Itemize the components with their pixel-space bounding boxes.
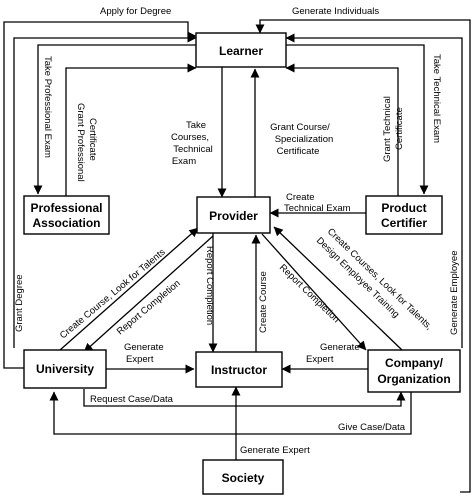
label-request-case-data: Request Case/Data [90,394,174,405]
edge-grant-professional-certificate [65,63,197,196]
university-node: University [23,349,107,389]
provider-node: Provider [196,196,271,234]
company-label-line1: Company/ [385,356,444,370]
label-generate-expert-univ-line2: Expert [126,354,154,365]
professional-association-node: Professional Association [23,195,110,235]
product-certifier-label-line2: Certifier [381,216,427,230]
label-take-technical-exam: Take Technical Exam [431,54,442,143]
learner-label: Learner [219,44,263,58]
edge-grant-technical-certificate [285,63,399,196]
edge-request-case-data [83,389,406,407]
product-certifier-node: Product Certifier [365,195,443,235]
label-take-courses-line4: Exam [172,156,196,167]
label-grant-technical-certificate-line2: Certificate [394,107,405,150]
instructor-label: Instructor [211,363,267,377]
edge-generate-employee [285,33,463,348]
label-take-professional-exam: Take Professional Exam [42,56,53,158]
learner-node: Learner [195,32,287,68]
edge-apply-for-degree [3,21,197,369]
product-certifier-label-line1: Product [381,201,426,215]
label-report-completion-company: Report Completion [277,262,342,325]
professional-association-label-line1: Professional [30,201,102,215]
edge-take-technical-exam [286,44,429,195]
edge-report-completion-univ [83,235,214,353]
label-generate-employee: Generate Employee [449,251,460,336]
edge-take-professional-exam [33,44,196,195]
professional-association-label-line2: Association [32,216,100,230]
university-label: University [36,362,94,376]
label-generate-expert-company-line2: Expert [306,354,334,365]
label-generate-individuals: Generate Individuals [292,6,379,17]
society-node: Society [202,459,284,495]
label-grant-degree: Grant Degree [14,274,25,332]
label-apply-for-degree: Apply for Degree [100,6,171,17]
label-grant-professional-certificate-line1: Grant Professional [75,103,86,182]
label-generate-expert-company-line1: Generate [320,342,360,353]
label-generate-expert-society: Generate Expert [240,445,310,456]
edge-report-completion-company [261,233,367,351]
label-give-case-data: Give Case/Data [338,422,406,433]
label-take-courses-line3: Technical [173,144,213,155]
company-label-line2: Organization [377,372,450,386]
label-create-technical-exam-line1: Create [286,192,315,203]
label-create-course: Create Course [258,271,269,333]
edge-grant-degree [13,33,197,348]
label-take-courses-line2: Courses, [171,132,209,143]
company-organization-node: Company/ Organization [367,349,461,393]
label-grant-course-certificate-line2: Specialization [275,134,334,145]
label-grant-technical-certificate-line1: Grant Technical [382,96,393,162]
label-create-course-look-for-talents: Create Course, Look for Talents [58,247,168,342]
label-report-completion-center: Report Completion [204,246,215,325]
edge-create-courses-company [273,226,403,351]
edge-give-case-data [49,391,412,435]
label-create-technical-exam-line2: Technical Exam [284,203,351,214]
label-take-courses-line1: Take [186,120,206,131]
label-grant-professional-certificate-line2: Certificate [87,118,98,161]
instructor-node: Instructor [195,351,283,388]
label-grant-course-certificate-line3: Certificate [277,146,320,157]
label-generate-expert-univ-line1: Generate [124,342,164,353]
edge-create-course-univ [59,227,199,351]
edge-generate-individuals [255,19,471,493]
label-grant-course-certificate-line1: Grant Course/ [270,122,330,133]
society-label: Society [222,471,265,485]
provider-label: Provider [209,209,258,223]
